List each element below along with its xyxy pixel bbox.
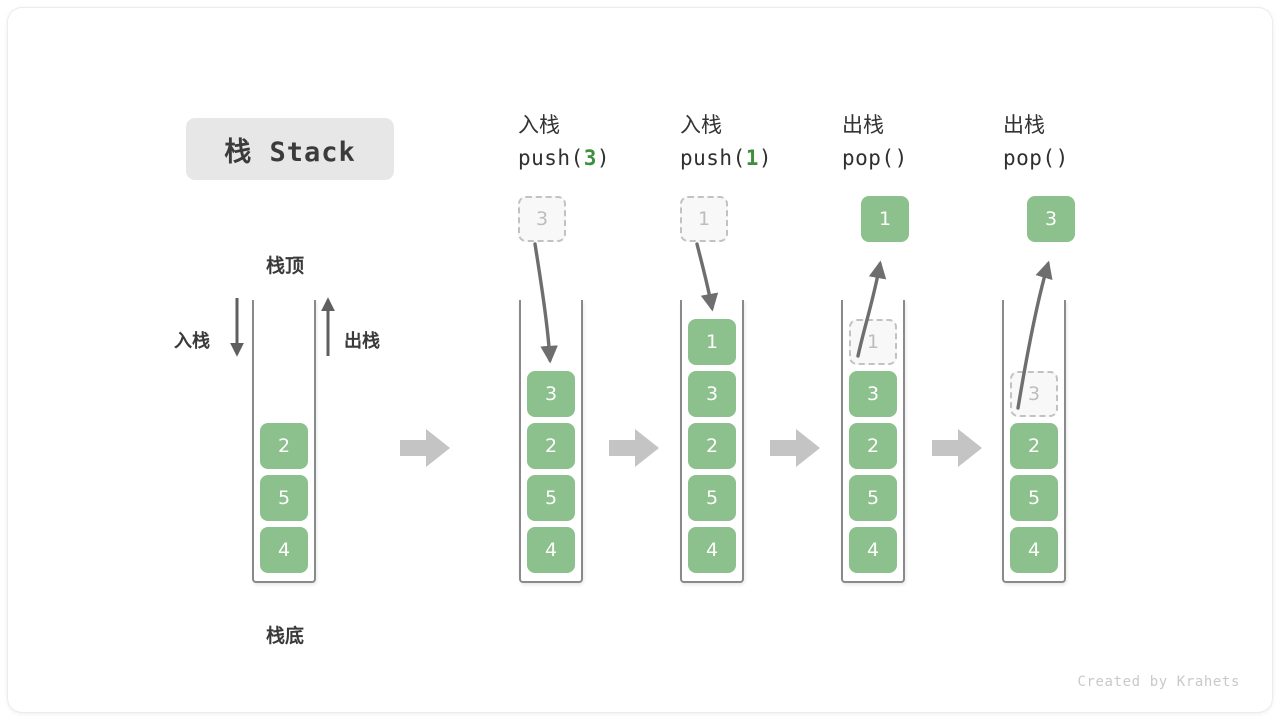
step-op-label: 出栈 [842, 113, 884, 137]
stack-cell: 4 [1010, 527, 1058, 573]
stack-cell: 4 [849, 527, 897, 573]
step-op-code: pop() [1003, 146, 1069, 170]
floating-cell-ghost: 1 [680, 196, 728, 242]
transition-arrow-icon [770, 429, 820, 467]
arrows-overlay [230, 242, 1053, 467]
transition-arrow-icon [400, 429, 450, 467]
step-op-code-prefix: pop( [842, 146, 895, 170]
stack-cell: 2 [260, 423, 308, 469]
page-title: 栈 Stack [224, 136, 356, 168]
push-direction-label: 入栈 [174, 331, 210, 352]
floating-cell-popped: 1 [861, 196, 909, 242]
transition-arrow-icon [609, 429, 659, 467]
step-op-code: push(3) [518, 146, 610, 170]
step-op-label: 入栈 [518, 113, 560, 137]
stack-cell: 3 [849, 371, 897, 417]
stack-cell: 5 [849, 475, 897, 521]
stack-bottom-label: 栈底 [266, 625, 305, 647]
stack-cell: 4 [527, 527, 575, 573]
floating-cell-popped: 3 [1027, 196, 1075, 242]
stack-top-label: 栈顶 [266, 255, 305, 277]
step-op-code-suffix: ) [596, 146, 611, 170]
step-op-code-arg: 3 [583, 146, 597, 170]
step-op-code-prefix: pop( [1003, 146, 1056, 170]
stack-cell: 2 [527, 423, 575, 469]
step-op-code: pop() [842, 146, 908, 170]
stack-cell: 2 [849, 423, 897, 469]
step-op-code-suffix: ) [894, 146, 908, 170]
stack-cell: 2 [688, 423, 736, 469]
stack-cell-ghost: 3 [1010, 371, 1058, 417]
stack-cell-ghost: 1 [849, 319, 897, 365]
step-op-code: push(1) [680, 146, 772, 170]
step-op-code-suffix: ) [758, 146, 773, 170]
step-op-code-prefix: push( [680, 146, 746, 170]
stack-cell: 5 [1010, 475, 1058, 521]
stack-cell: 3 [688, 371, 736, 417]
stack-cell: 4 [688, 527, 736, 573]
step-op-label: 入栈 [680, 113, 722, 137]
step-op-code-arg: 1 [745, 146, 759, 170]
push-motion-arrow-icon [695, 242, 719, 312]
diagram-title-chip: 栈 Stack [186, 118, 394, 180]
floating-cell-ghost: 3 [518, 196, 566, 242]
stack-cell: 5 [527, 475, 575, 521]
stack-cell: 5 [688, 475, 736, 521]
stack-cell: 1 [688, 319, 736, 365]
transition-arrow-icon [932, 429, 982, 467]
stack-cell: 3 [527, 371, 575, 417]
step-op-code-prefix: push( [518, 146, 584, 170]
stack-cell: 5 [260, 475, 308, 521]
diagram-card: 栈 Stack 栈顶 栈底 入栈 出栈 2 5 4 入栈 push(3) 3 3… [8, 8, 1272, 712]
step-op-code-suffix: ) [1055, 146, 1069, 170]
pop-direction-label: 出栈 [344, 331, 380, 352]
stack-cell: 2 [1010, 423, 1058, 469]
stack-cell: 4 [260, 527, 308, 573]
step-op-label: 出栈 [1003, 113, 1045, 137]
watermark-credit: Created by Krahets [1077, 674, 1240, 690]
